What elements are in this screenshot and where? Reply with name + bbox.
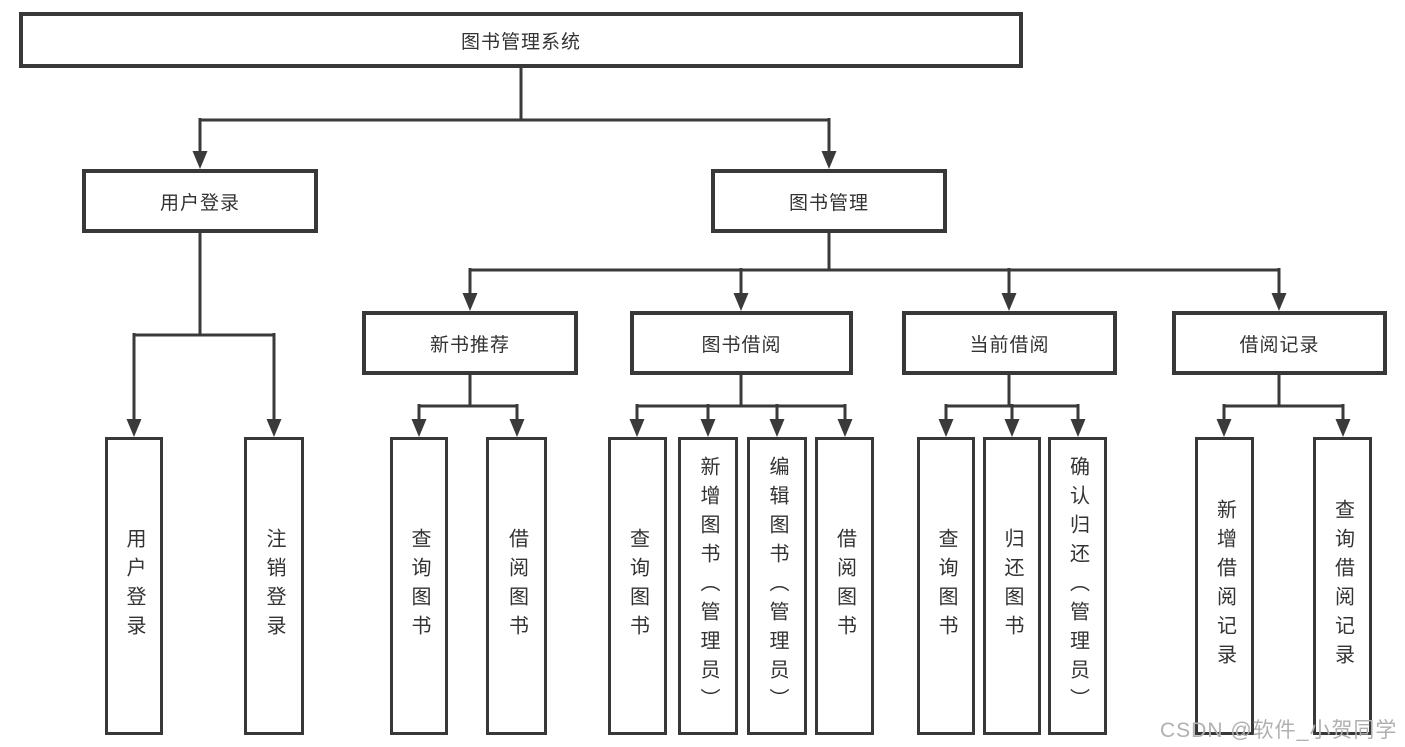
connector-bookmgmt-to-level3 (462, 233, 1287, 311)
leaf-record-query-borrow-record: 查询借阅记录 (1313, 437, 1372, 735)
connector-borrowrecord-to-leaves (1216, 375, 1351, 437)
csdn-watermark: CSDN @软件_小贺同学 (1160, 719, 1398, 742)
leaf-borrow-edit-books-admin: 编辑图书（管理员） (747, 437, 807, 735)
leaf-current-confirm-return-admin: 确认归还（管理员） (1048, 437, 1107, 735)
connector-root-to-level2 (192, 68, 837, 169)
node-new-book-recommend: 新书推荐 (362, 311, 578, 375)
connector-newbook-to-leaves (411, 375, 525, 437)
node-book-management: 图书管理 (711, 169, 947, 233)
leaf-newbook-borrow-books: 借阅图书 (486, 437, 547, 735)
leaf-logout: 注销登录 (244, 437, 304, 735)
node-current-borrowing: 当前借阅 (902, 311, 1117, 375)
leaf-user-login: 用户登录 (105, 437, 163, 735)
connector-bookborrow-to-leaves (629, 375, 853, 437)
connector-userlogin-to-leaves (126, 233, 282, 437)
connector-currentborrow-to-leaves (938, 375, 1086, 437)
node-user-login: 用户登录 (82, 169, 318, 233)
node-borrow-records: 借阅记录 (1172, 311, 1387, 375)
node-root-system: 图书管理系统 (19, 12, 1023, 68)
leaf-newbook-query-books: 查询图书 (390, 437, 448, 735)
leaf-borrow-query-books: 查询图书 (608, 437, 667, 735)
leaf-record-add-borrow-record: 新增借阅记录 (1195, 437, 1254, 735)
leaf-borrow-borrow-books: 借阅图书 (815, 437, 874, 735)
leaf-current-return-books: 归还图书 (983, 437, 1041, 735)
leaf-borrow-add-books-admin: 新增图书（管理员） (678, 437, 738, 735)
leaf-current-query-books: 查询图书 (917, 437, 975, 735)
node-book-borrowing: 图书借阅 (630, 311, 853, 375)
